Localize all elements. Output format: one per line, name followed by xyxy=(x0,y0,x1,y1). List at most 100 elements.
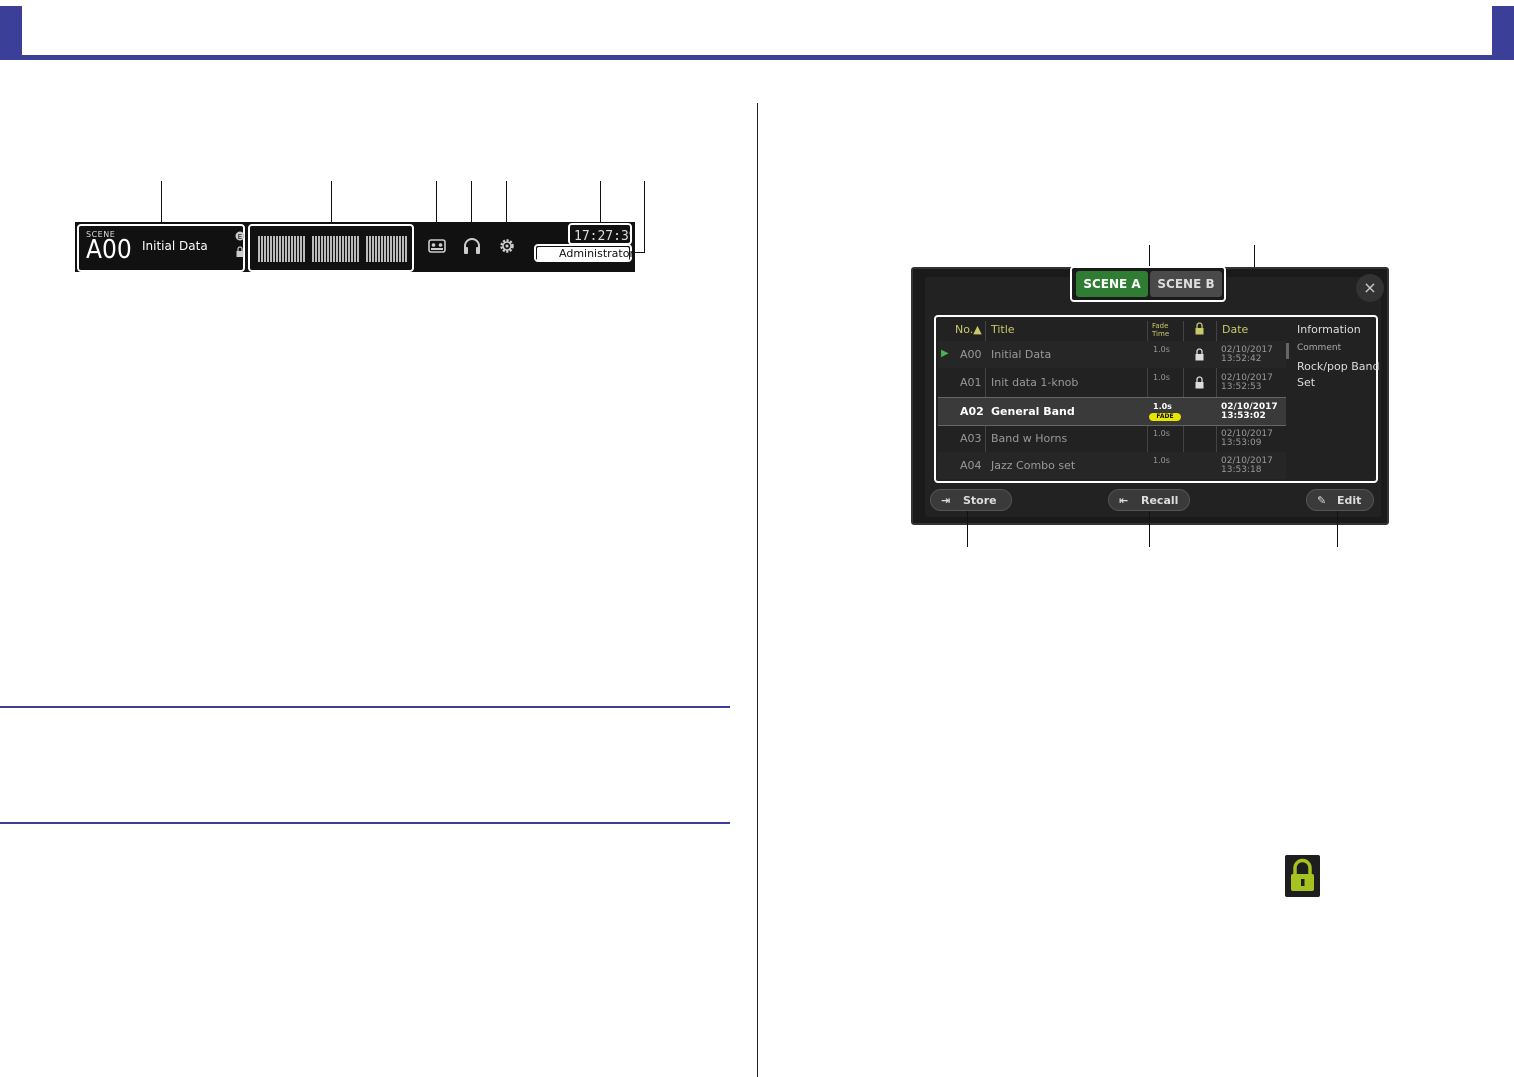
meter-bar xyxy=(288,236,290,262)
callout-line-recorder xyxy=(436,181,437,231)
edit-button[interactable]: ✎ Edit xyxy=(1306,489,1374,511)
meter-bar xyxy=(321,236,323,262)
page-banner xyxy=(0,0,1514,60)
meter-bar xyxy=(366,236,368,262)
meter-bar xyxy=(300,236,302,262)
scene-title: Initial Data xyxy=(142,239,208,253)
information-comment-label: Comment xyxy=(1297,343,1342,353)
information-comment-line-2: Set xyxy=(1297,376,1316,389)
scene-date-cell: 02/10/2017 xyxy=(1221,345,1273,355)
meter-bar xyxy=(324,236,326,262)
callout-line-meter xyxy=(331,181,332,223)
meter-bar xyxy=(342,236,344,262)
scene-number-cell: A03 xyxy=(960,432,982,445)
store-label: Store xyxy=(963,494,997,507)
meter-bar xyxy=(273,236,275,262)
meter-bar xyxy=(333,236,335,262)
pencil-icon: ✎ xyxy=(1317,494,1327,507)
scene-time-cell: 13:53:18 xyxy=(1221,465,1262,475)
lock-icon xyxy=(236,246,244,257)
svg-text:E: E xyxy=(238,233,242,241)
tab-scene-a[interactable]: SCENE A xyxy=(1076,271,1148,297)
meter-bar xyxy=(393,236,395,262)
column-header-lock-icon[interactable] xyxy=(1195,322,1204,335)
meter-bar xyxy=(351,236,353,262)
headphones-icon[interactable] xyxy=(463,237,481,255)
edit-indicator-icon: E xyxy=(235,231,245,241)
column-header-date[interactable]: Date xyxy=(1222,323,1249,336)
meter-bar xyxy=(312,236,314,262)
meter-bar xyxy=(369,236,371,262)
store-icon: ⇥ xyxy=(941,494,951,507)
column-header-title[interactable]: Title xyxy=(991,323,1015,336)
meter-bar xyxy=(357,236,359,262)
meter-bar xyxy=(297,236,299,262)
meter-bar xyxy=(354,236,356,262)
meter-bar xyxy=(378,236,380,262)
scene-time-cell: 13:53:02 xyxy=(1221,411,1266,421)
information-comment-line-1: Rock/pop Band xyxy=(1297,360,1380,373)
scene-number-cell: A00 xyxy=(960,348,982,361)
close-button[interactable]: × xyxy=(1356,274,1384,302)
section-rule-1 xyxy=(0,706,730,708)
scene-time-cell: 13:52:42 xyxy=(1221,354,1262,364)
user-label: Administrator xyxy=(537,247,634,261)
meter-bar xyxy=(315,236,317,262)
scene-bank-tabs: SCENE A SCENE B xyxy=(1070,266,1226,302)
meter-bar xyxy=(330,236,332,262)
meter-bar xyxy=(318,236,320,262)
lock-icon xyxy=(1195,376,1204,389)
column-header-fade-time[interactable]: Fade Time xyxy=(1152,322,1170,338)
lock-icon xyxy=(1195,348,1204,361)
meter-bar xyxy=(267,236,269,262)
scene-list-frame xyxy=(934,315,1378,483)
meter-bar xyxy=(270,236,272,262)
fade-time-cell: 1.0s xyxy=(1153,345,1170,354)
meter-bar xyxy=(327,236,329,262)
meter-bar xyxy=(285,236,287,262)
meter-bar xyxy=(396,236,398,262)
meter-bar xyxy=(261,236,263,262)
banner-right-bar xyxy=(1492,6,1514,60)
list-scrollbar[interactable] xyxy=(1286,343,1289,359)
banner-underline xyxy=(0,55,1514,60)
user-button[interactable]: Administrator xyxy=(534,244,634,262)
scene-title-cell: Band w Horns xyxy=(991,432,1068,445)
gear-icon[interactable] xyxy=(498,237,516,255)
information-header: Information xyxy=(1297,323,1361,336)
meter-bar xyxy=(294,236,296,262)
current-scene-indicator-icon: ▶ xyxy=(941,348,949,359)
meter-display[interactable] xyxy=(248,224,414,272)
meter-bar xyxy=(402,236,404,262)
banner-left-bar xyxy=(0,6,22,60)
meter-bar xyxy=(282,236,284,262)
scene-title-cell: Initial Data xyxy=(991,348,1052,361)
scene-number-cell: A04 xyxy=(960,459,982,472)
recall-button[interactable]: ⇤ Recall xyxy=(1108,489,1190,511)
scene-display[interactable]: SCENE A00 Initial Data E xyxy=(77,224,245,272)
recall-label: Recall xyxy=(1141,494,1179,507)
store-button[interactable]: ⇥ Store xyxy=(930,489,1012,511)
meter-bar xyxy=(384,236,386,262)
scene-title-cell: Jazz Combo set xyxy=(991,459,1076,472)
meter-bar xyxy=(279,236,281,262)
recall-icon: ⇤ xyxy=(1119,494,1129,507)
protect-lock-icon xyxy=(1285,855,1320,897)
scene-title-cell: Init data 1-knob xyxy=(991,376,1079,389)
scene-date-cell: 02/10/2017 xyxy=(1221,456,1273,466)
meter-bar xyxy=(381,236,383,262)
scene-number: A00 xyxy=(86,235,132,265)
scene-number-cell: A01 xyxy=(960,376,982,389)
recorder-icon[interactable] xyxy=(428,238,446,254)
scene-time-cell: 13:52:53 xyxy=(1221,382,1262,392)
callout-line-clock xyxy=(600,181,601,223)
meter-bar xyxy=(258,236,260,262)
column-header-number[interactable]: No.▲ xyxy=(955,323,982,336)
tab-scene-b[interactable]: SCENE B xyxy=(1150,271,1222,297)
scene-date-cell: 02/10/2017 xyxy=(1221,402,1278,412)
